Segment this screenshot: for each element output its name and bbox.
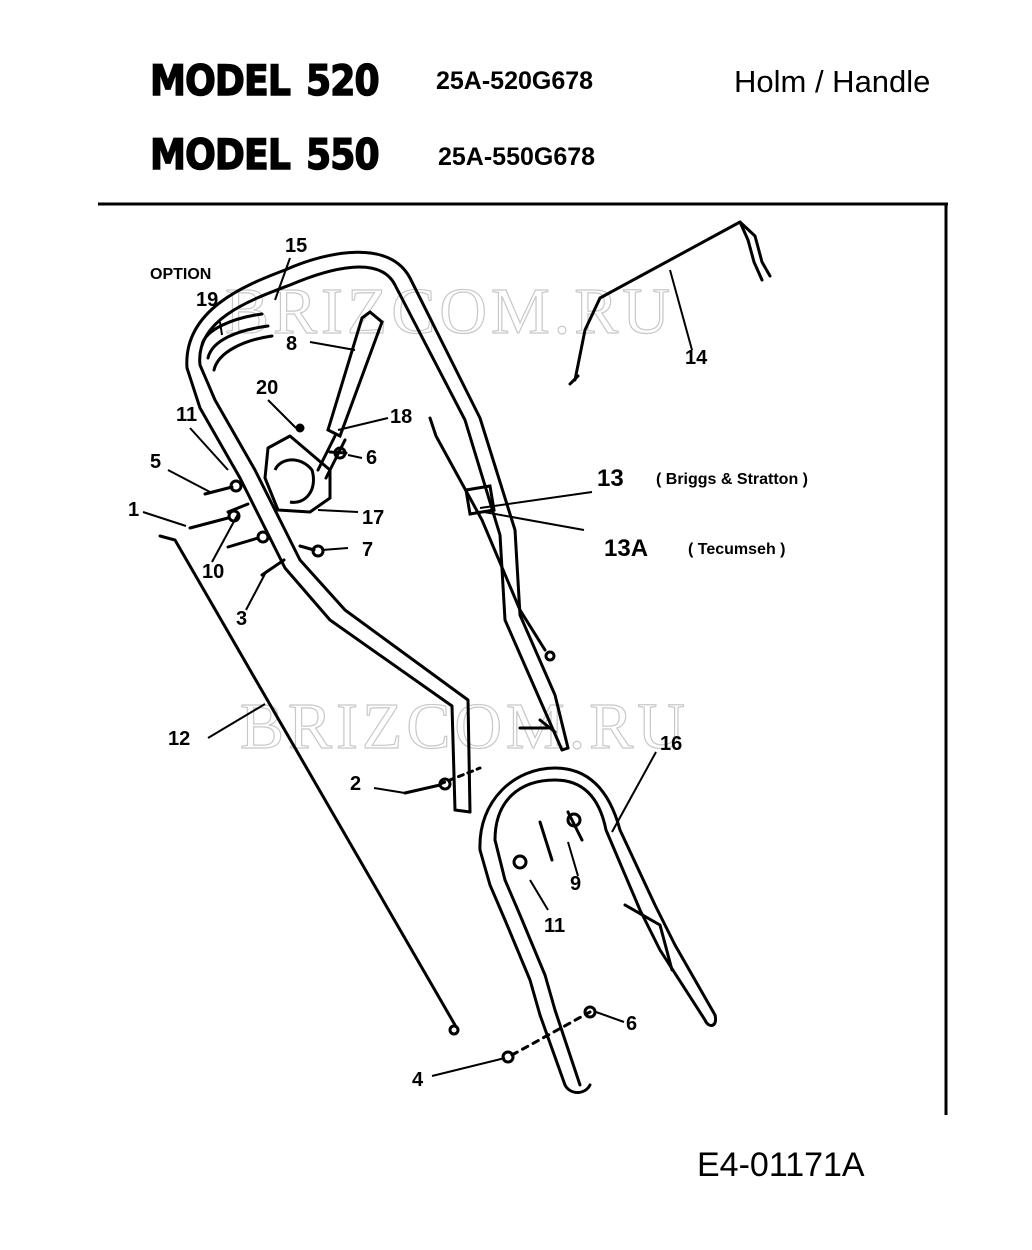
callout-17: 17 [362,507,384,529]
callout-3: 3 [236,608,247,630]
control-cable-rod [158,534,460,1036]
callout-11-upper: 11 [176,404,197,426]
callout-5: 5 [150,451,161,473]
callout-11-lower: 11 [544,915,565,937]
callout-10: 10 [202,561,224,583]
model-label-2: MODEL [149,129,291,180]
mounting-bracket [263,423,332,514]
callout-6-lower: 6 [626,1013,637,1035]
lower-handle [478,766,718,1094]
callout-13a: 13A [604,535,648,562]
callout-18: 18 [390,406,412,428]
operator-presence-bail [568,220,772,386]
fasteners-lower [403,766,597,1064]
fasteners-upper [188,446,348,577]
callout-13: 13 [597,465,624,492]
callout-12: 12 [168,728,190,750]
model-label-1: MODEL [149,55,291,106]
watermark-top: BRIZCOM.RU [225,275,674,348]
callout-9: 9 [570,873,581,895]
note-briggs-stratton: ( Briggs & Stratton ) [656,471,808,488]
callout-2: 2 [350,773,361,795]
callout-16: 16 [660,733,682,755]
part-number-550: 25A-550G678 [438,143,596,171]
diagram-frame [98,202,948,1115]
callout-8: 8 [286,333,297,355]
drawing-code: E4-01171A [697,1146,865,1184]
option-label: OPTION [150,266,211,283]
callout-19: 19 [196,289,218,311]
callout-15: 15 [285,235,307,257]
callout-6-upper: 6 [366,447,377,469]
model-number-520: 520 [305,55,380,106]
callout-7: 7 [362,539,373,561]
page-title: Holm / Handle [734,64,931,99]
callout-4: 4 [412,1069,424,1091]
watermark-bottom: BRIZCOM.RU [240,690,689,763]
callout-1: 1 [128,499,139,521]
callout-20: 20 [256,377,278,399]
option-grip [200,312,274,372]
part-number-520: 25A-520G678 [436,67,594,95]
model-number-550: 550 [305,129,380,180]
engine-cable [428,416,556,662]
leader-lines [142,257,693,1077]
callout-14: 14 [685,347,708,369]
note-tecumseh: ( Tecumseh ) [688,541,786,558]
